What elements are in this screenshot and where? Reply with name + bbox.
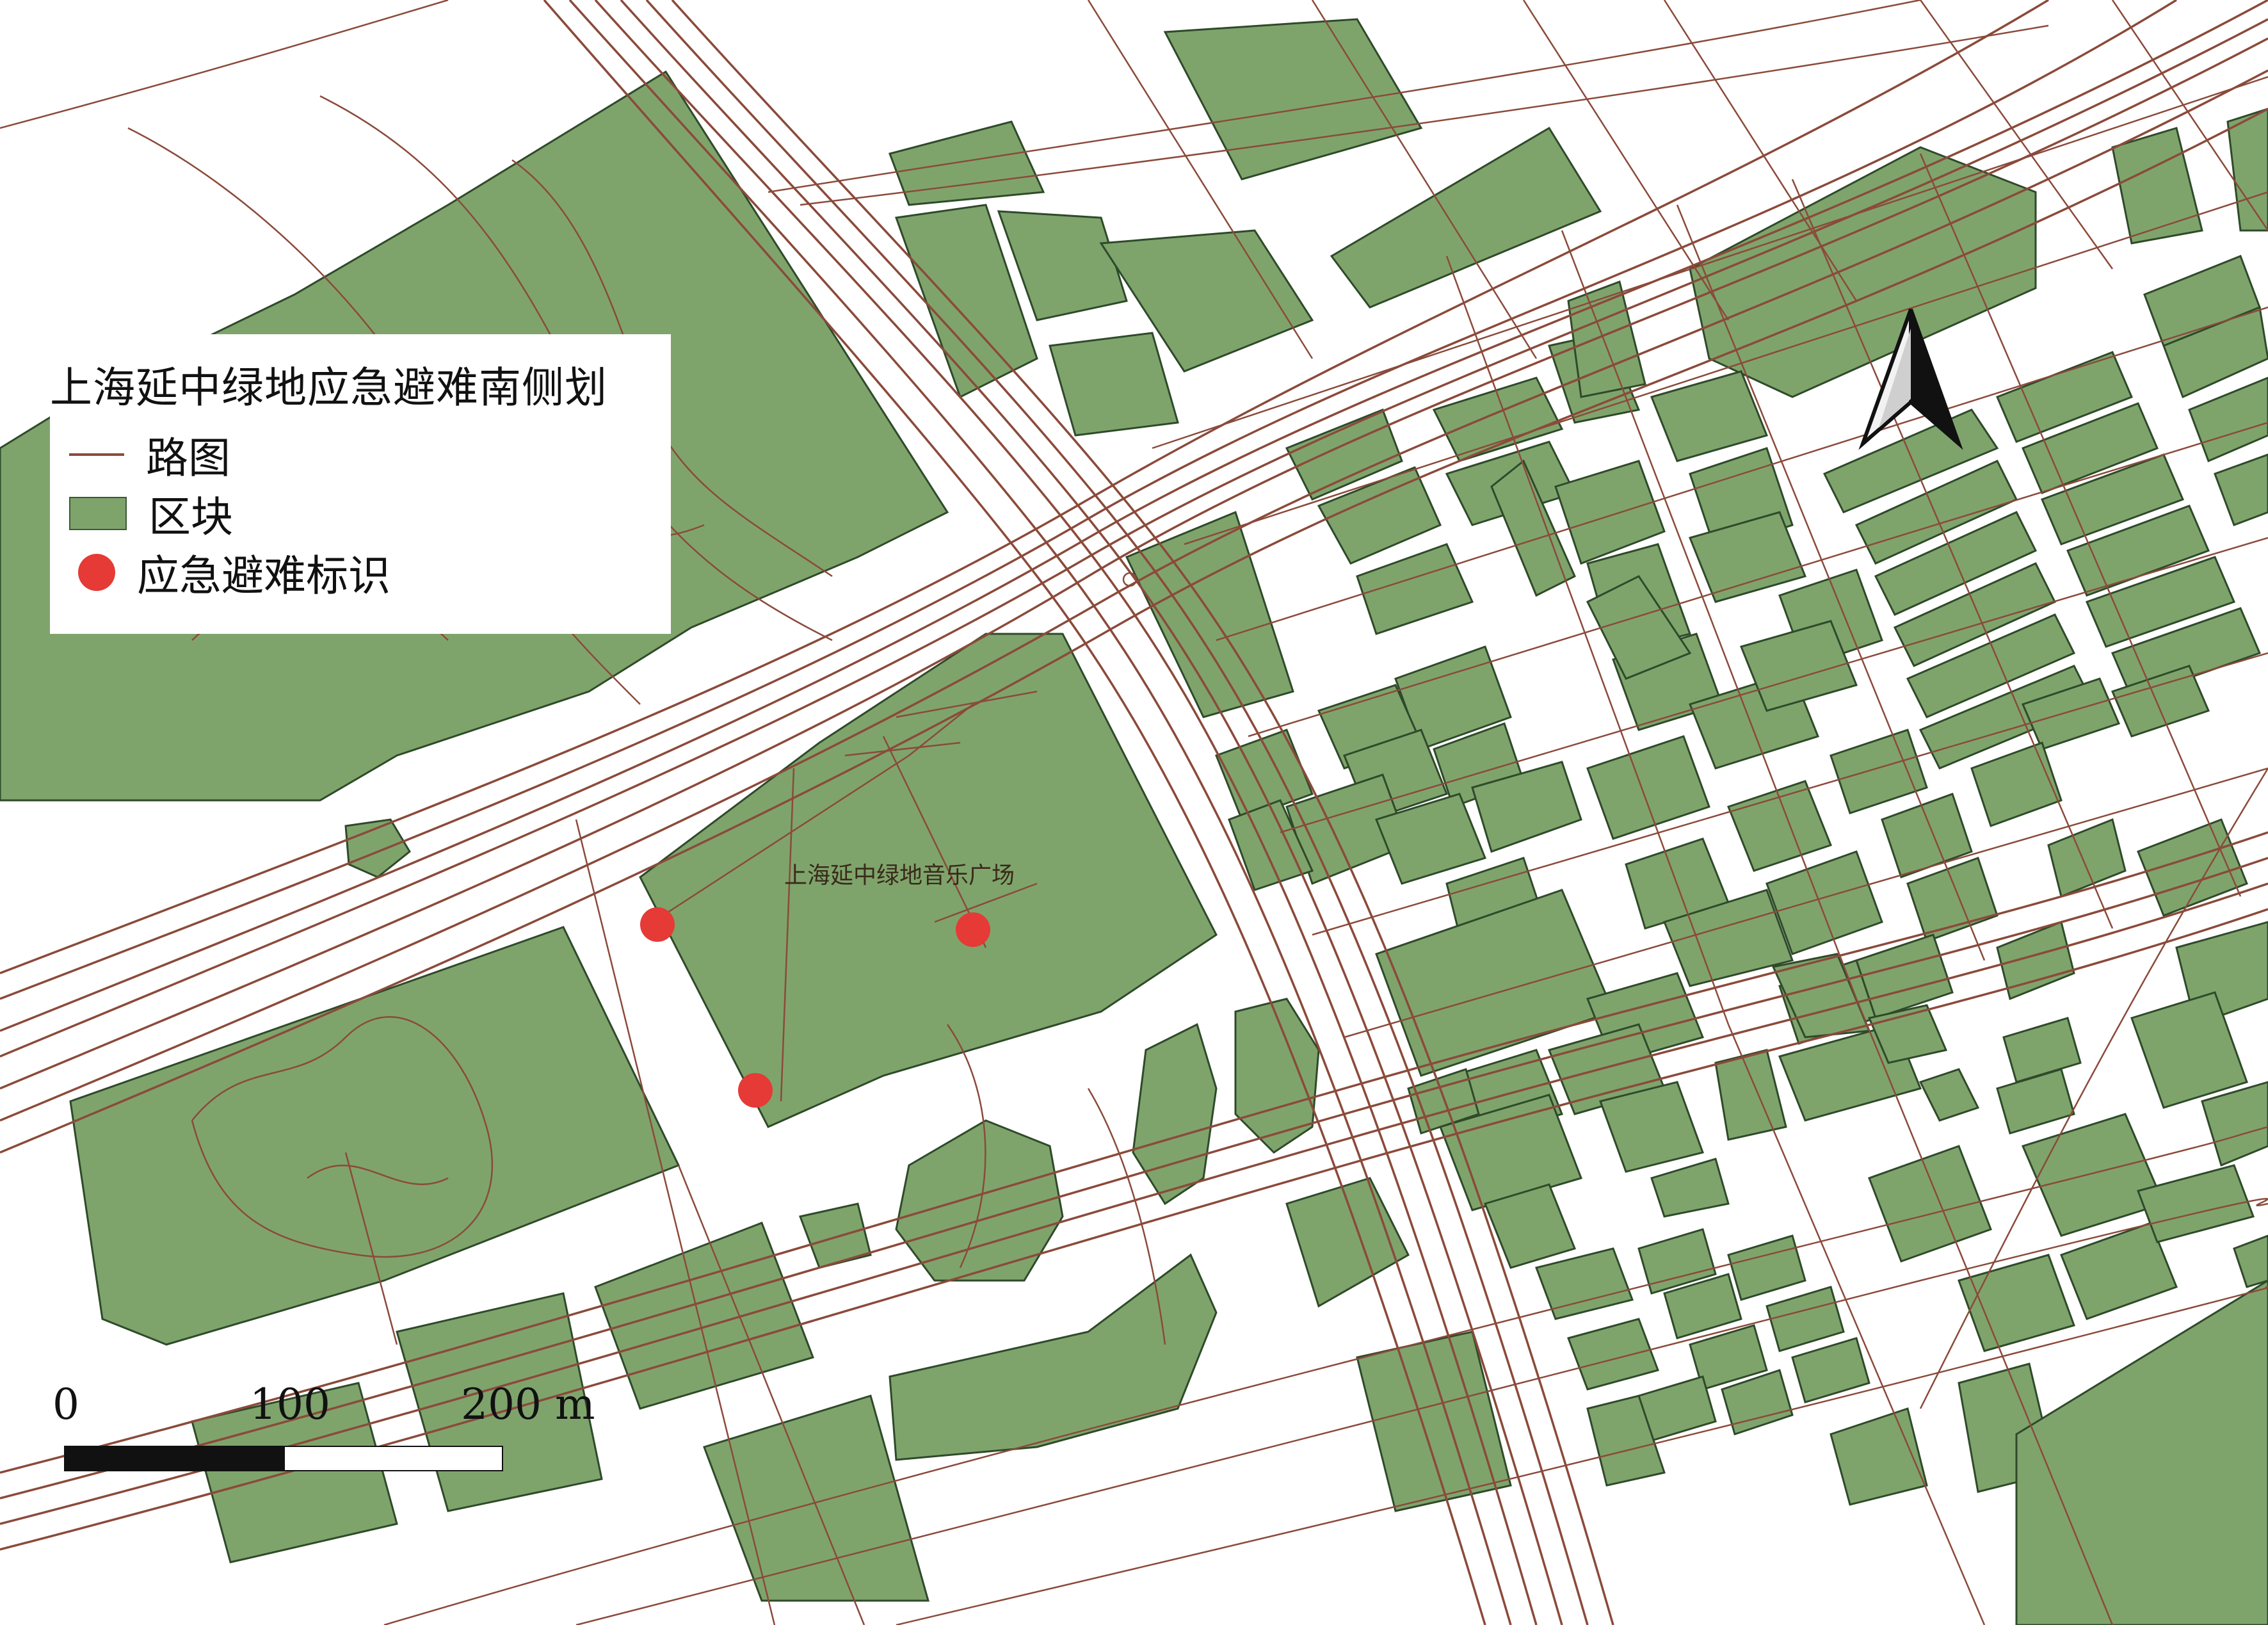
legend-item-marker: 应急避难标识 bbox=[69, 547, 390, 601]
red-dot-icon bbox=[78, 554, 115, 591]
emergency-markers bbox=[640, 907, 990, 1108]
block-north-10 bbox=[2226, 108, 2268, 232]
block-rect-south bbox=[1356, 1330, 1512, 1512]
map-legend: 上海延中绿地应急避难南侧划 路图 区块 应急避难标识 bbox=[50, 334, 671, 634]
emergency-marker[interactable] bbox=[956, 912, 990, 947]
block-round-tower bbox=[1234, 998, 1320, 1154]
road-line-icon bbox=[69, 453, 124, 456]
block-north-7 bbox=[1330, 126, 1602, 309]
legend-item-label: 区块 bbox=[149, 492, 233, 542]
block-north-6 bbox=[1163, 18, 1423, 181]
scale-label-200: 200 m bbox=[461, 1380, 595, 1429]
block-north-4 bbox=[1049, 332, 1179, 437]
north-arrow-icon bbox=[1858, 308, 1963, 450]
block-north-1 bbox=[889, 120, 1045, 206]
place-label: 上海延中绿地音乐广场 bbox=[784, 862, 1015, 889]
legend-item-road: 路图 bbox=[69, 429, 230, 483]
scale-label-100: 100 bbox=[250, 1380, 330, 1429]
block-wave-south bbox=[889, 1253, 1218, 1461]
block-small-sq-center bbox=[798, 1202, 872, 1269]
block-lower-left-1 bbox=[191, 1382, 398, 1564]
scale-bar bbox=[64, 1446, 503, 1471]
scale-bar-black-segment bbox=[64, 1446, 284, 1471]
block-north-9 bbox=[2111, 127, 2203, 245]
legend-item-label: 应急避难标识 bbox=[137, 551, 390, 601]
legend-item-block: 区块 bbox=[69, 488, 233, 542]
block-north-2 bbox=[894, 204, 1038, 399]
block-crescent bbox=[1132, 1023, 1218, 1206]
emergency-marker[interactable] bbox=[640, 907, 675, 942]
scale-label-0: 0 bbox=[52, 1380, 79, 1429]
block-north-3 bbox=[997, 210, 1128, 321]
block-amphitheatre bbox=[895, 1119, 1064, 1282]
scale-bar-white-segment bbox=[284, 1446, 503, 1471]
legend-title: 上海延中绿地应急避难南侧划 bbox=[50, 363, 607, 412]
block-park-southwest bbox=[69, 926, 680, 1346]
block-north-5 bbox=[1099, 229, 1314, 373]
block-lower-left-3 bbox=[594, 1222, 814, 1410]
green-block-icon bbox=[69, 497, 127, 530]
legend-item-label: 路图 bbox=[146, 433, 230, 483]
emergency-marker[interactable] bbox=[738, 1073, 773, 1108]
